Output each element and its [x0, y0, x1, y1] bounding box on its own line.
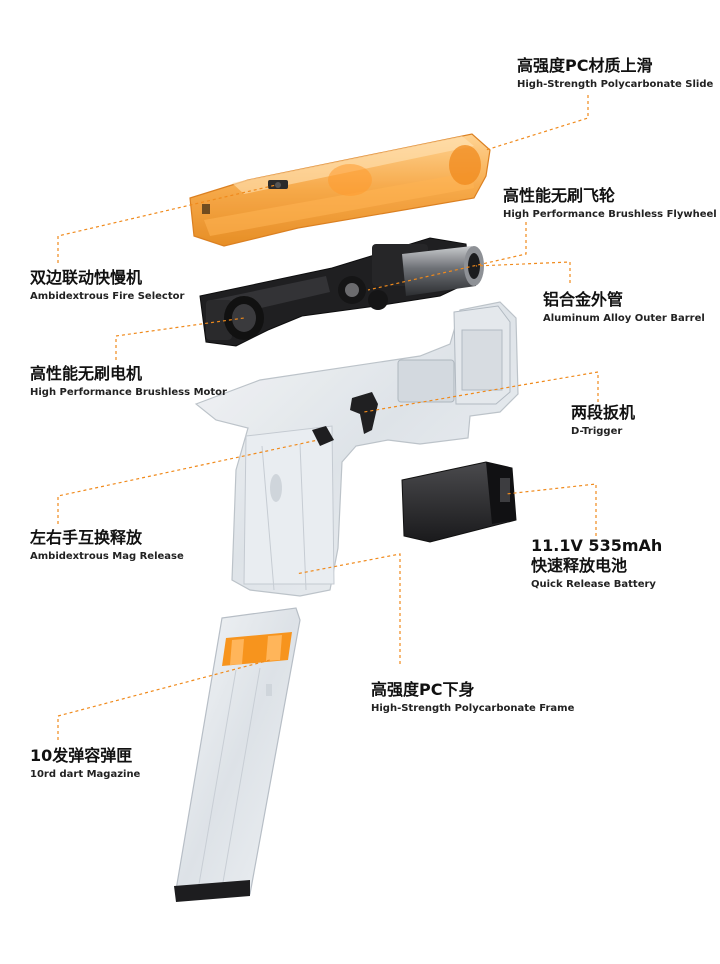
battery-part [401, 461, 517, 543]
motor-title-en: High Performance Brushless Motor [30, 387, 227, 398]
callout-slide: 高强度PC材质上滑 High-Strength Polycarbonate Sl… [517, 56, 713, 92]
leader-barrel [475, 261, 571, 283]
trigger-title-en: D-Trigger [571, 426, 623, 437]
battery-title-cn: 快速释放电池 [531, 556, 628, 575]
slide-title-en: High-Strength Polycarbonate Slide [517, 79, 714, 90]
flywheel-title-cn: 高性能无刷飞轮 [503, 186, 616, 205]
magazine-part [174, 607, 301, 902]
internal-mechanism-part [199, 237, 484, 347]
leader-motor [115, 317, 245, 360]
leader-frame [295, 553, 401, 664]
battery-title-en: Quick Release Battery [531, 579, 656, 590]
slide-part [189, 133, 491, 247]
leader-lines [57, 95, 599, 740]
magazine-title-en: 10rd dart Magazine [30, 769, 141, 780]
frame-title-cn: 高强度PC下身 [371, 680, 475, 699]
callout-trigger: 两段扳机 D-Trigger [571, 403, 635, 439]
flywheel-title-en: High Performance Brushless Flywheel [503, 209, 717, 220]
callout-selector: 双边联动快慢机 Ambidextrous Fire Selector [30, 268, 184, 304]
barrel-title-en: Aluminum Alloy Outer Barrel [543, 313, 705, 324]
leader-selector [57, 184, 277, 263]
slide-title-cn: 高强度PC材质上滑 [517, 56, 653, 75]
callout-magazine: 10发弹容弹匣 10rd dart Magazine [30, 746, 140, 782]
callout-motor: 高性能无刷电机 High Performance Brushless Motor [30, 364, 227, 400]
frame-part [194, 301, 519, 597]
leader-trigger [363, 371, 599, 413]
callout-magrelease: 左右手互换释放 Ambidextrous Mag Release [30, 528, 184, 564]
leader-battery [505, 483, 597, 536]
motor-title-cn: 高性能无刷电机 [30, 364, 143, 383]
trigger-title-cn: 两段扳机 [571, 403, 636, 422]
magrelease-title-en: Ambidextrous Mag Release [30, 551, 184, 562]
magrelease-title-cn: 左右手互换释放 [30, 528, 143, 547]
leader-flywheel [367, 222, 527, 291]
battery-spec: 11.1V 535mAh [531, 536, 663, 555]
selector-title-cn: 双边联动快慢机 [30, 268, 143, 287]
leader-magazine [57, 659, 271, 740]
leader-magrelease [57, 439, 319, 524]
callout-frame: 高强度PC下身 High-Strength Polycarbonate Fram… [371, 680, 574, 716]
magazine-title-cn: 10发弹容弹匣 [30, 746, 133, 765]
callout-barrel: 铝合金外管 Aluminum Alloy Outer Barrel [543, 290, 705, 326]
callout-battery: 11.1V 535mAh 快速释放电池 Quick Release Batter… [531, 536, 662, 592]
leader-slide [485, 95, 589, 151]
frame-title-en: High-Strength Polycarbonate Frame [371, 703, 575, 714]
barrel-title-cn: 铝合金外管 [543, 290, 624, 309]
callout-flywheel: 高性能无刷飞轮 High Performance Brushless Flywh… [503, 186, 717, 222]
selector-title-en: Ambidextrous Fire Selector [30, 291, 185, 302]
